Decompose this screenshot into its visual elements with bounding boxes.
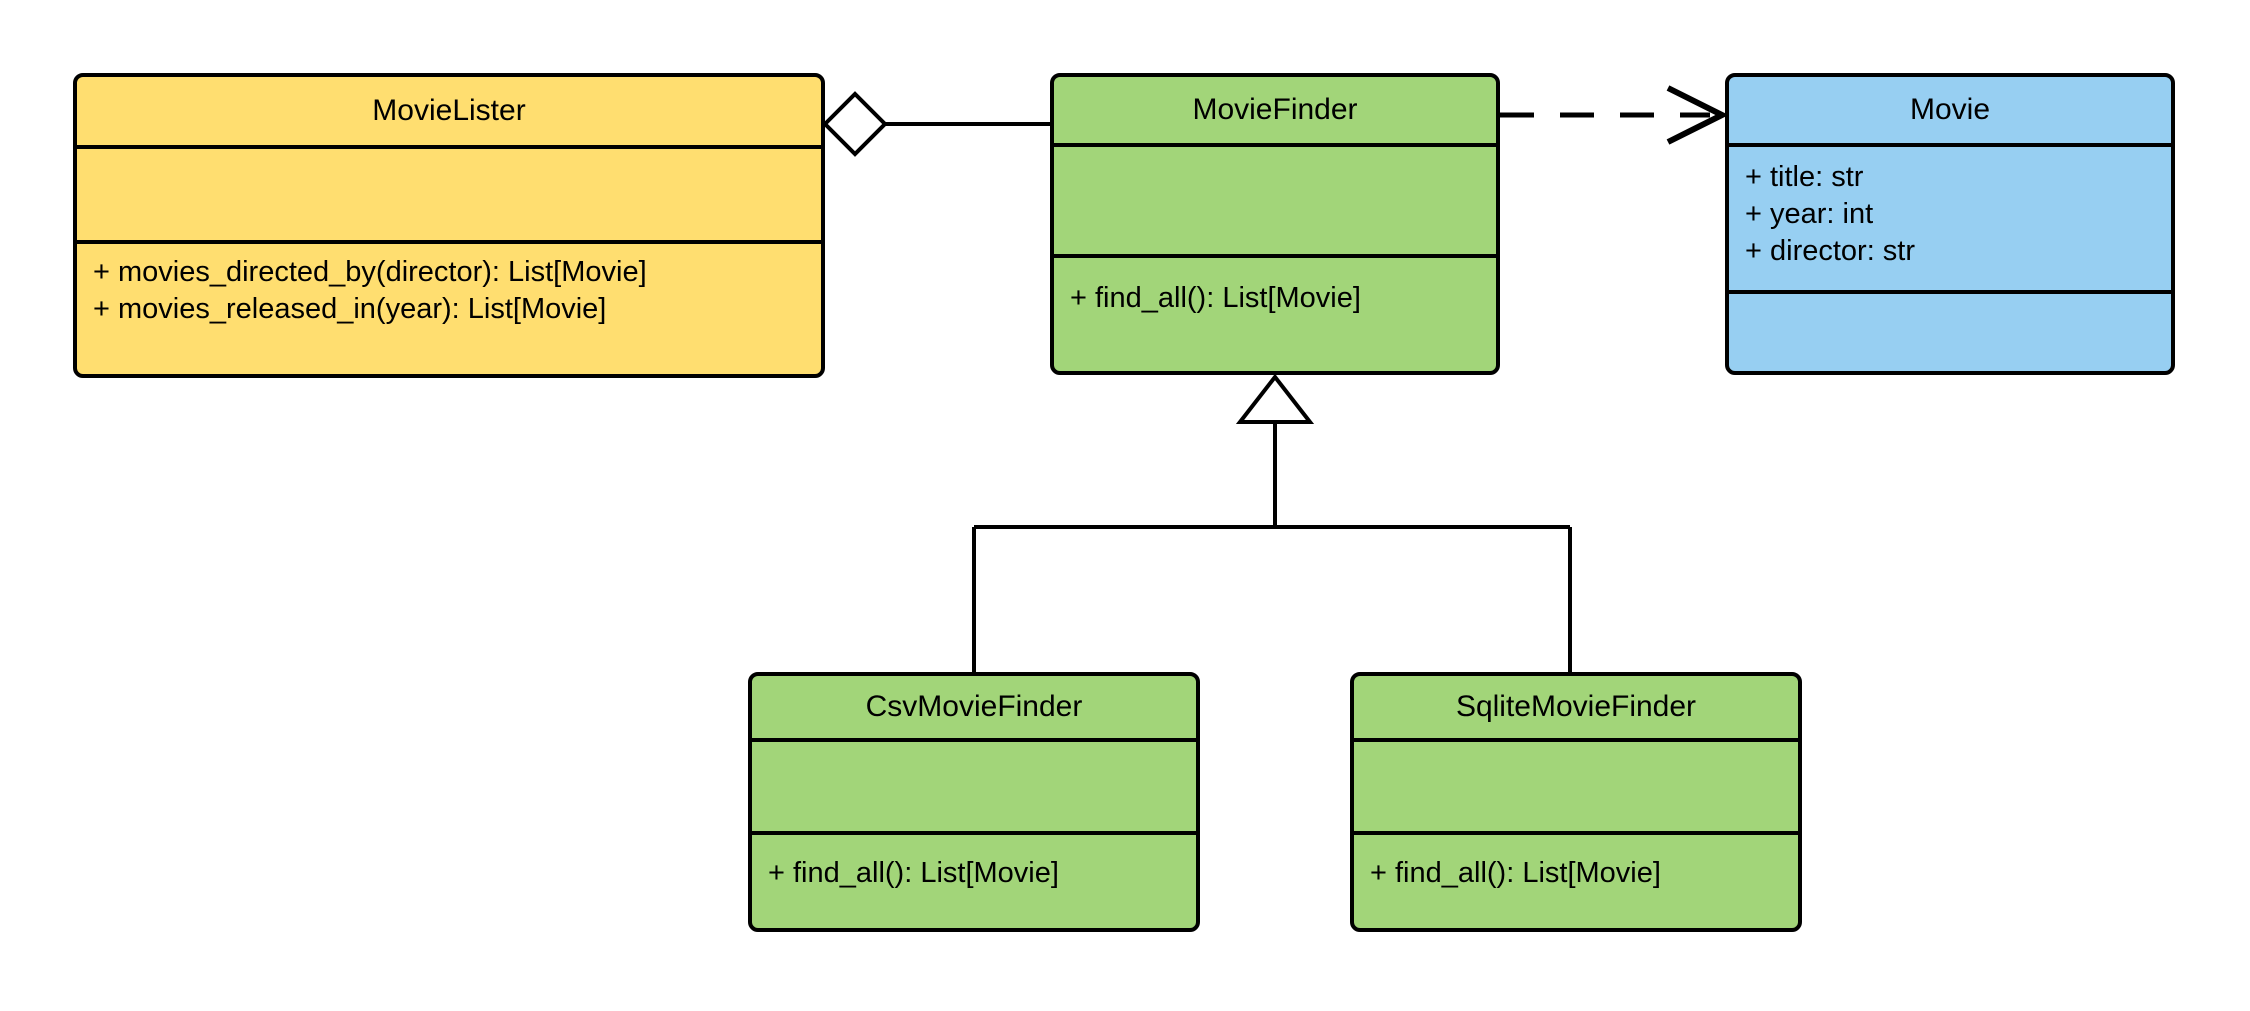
class-title-csv-movie-finder: CsvMovieFinder — [865, 690, 1083, 723]
hollow-triangle-icon — [1235, 373, 1315, 424]
class-attributes-movie-finder — [1054, 143, 1496, 254]
class-methods-movie — [1729, 290, 2171, 371]
method-line: + movies_released_in(year): List[Movie] — [93, 293, 607, 326]
class-title-movie: Movie — [1909, 93, 1991, 126]
class-box-movie-finder[interactable]: MovieFinder + find_all(): List[Movie] — [1050, 73, 1500, 375]
attribute-line: + year: int — [1745, 198, 1874, 231]
generalization-tree-edge — [972, 373, 1572, 672]
attribute-line: + director: str — [1745, 235, 1916, 268]
class-attributes-csv-movie-finder — [752, 738, 1196, 831]
class-box-sqlite-movie-finder[interactable]: SqliteMovieFinder + find_all(): List[Mov… — [1350, 672, 1802, 932]
dependency-finder-movie-edge — [1500, 85, 1729, 145]
class-attributes-movie-lister — [77, 145, 821, 240]
class-box-movie[interactable]: Movie + title: str + year: int + directo… — [1725, 73, 2175, 375]
class-box-csv-movie-finder[interactable]: CsvMovieFinder + find_all(): List[Movie] — [748, 672, 1200, 932]
open-arrow-icon — [1666, 85, 1729, 145]
class-methods-movie-finder: + find_all(): List[Movie] — [1054, 254, 1496, 371]
class-box-movie-lister[interactable]: MovieLister + movies_directed_by(directo… — [73, 73, 825, 378]
class-title-movie-lister: MovieLister — [372, 94, 526, 127]
method-line: + find_all(): List[Movie] — [1070, 282, 1361, 314]
method-line: + find_all(): List[Movie] — [1370, 857, 1661, 889]
class-title-sqlite-movie-finder: SqliteMovieFinder — [1455, 690, 1697, 723]
method-line: + find_all(): List[Movie] — [768, 857, 1059, 889]
hollow-diamond-icon — [822, 91, 888, 157]
class-attributes-sqlite-movie-finder — [1354, 738, 1798, 831]
class-methods-sqlite-movie-finder: + find_all(): List[Movie] — [1354, 831, 1798, 928]
aggregation-lister-finder-edge — [822, 91, 1050, 157]
attribute-line: + title: str — [1745, 161, 1864, 193]
class-attributes-movie: + title: str + year: int + director: str — [1729, 143, 2171, 290]
class-methods-csv-movie-finder: + find_all(): List[Movie] — [752, 831, 1196, 928]
method-line: + movies_directed_by(director): List[Mov… — [93, 256, 647, 288]
class-title-movie-finder: MovieFinder — [1192, 93, 1358, 126]
class-methods-movie-lister: + movies_directed_by(director): List[Mov… — [77, 240, 821, 374]
